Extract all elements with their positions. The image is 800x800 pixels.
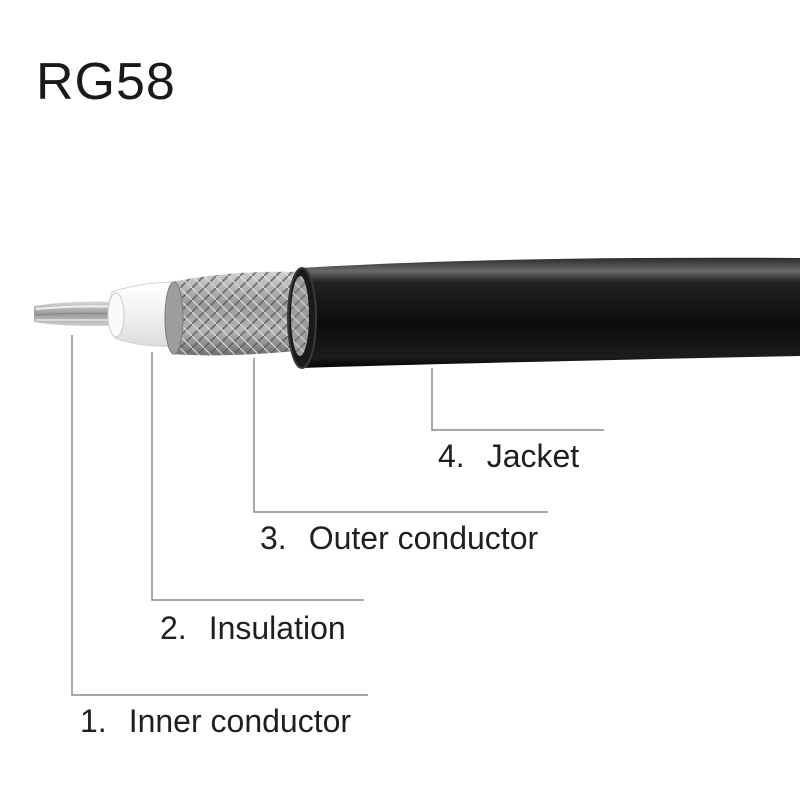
label-text: Inner conductor <box>128 703 352 739</box>
label-outer-conductor: 3. Outer conductor <box>260 522 538 554</box>
insulation <box>107 281 181 347</box>
label-inner-conductor: 1. Inner conductor <box>80 705 351 737</box>
label-number: 1. <box>80 703 107 739</box>
leader-line-insulation <box>151 352 364 601</box>
label-number: 3. <box>260 520 287 556</box>
label-insulation: 2. Insulation <box>160 612 346 644</box>
label-jacket: 4. Jacket <box>438 440 579 472</box>
leader-line-inner-conductor <box>71 335 368 696</box>
label-text: Outer conductor <box>308 520 539 556</box>
leader-line-jacket <box>431 368 604 431</box>
diagram-title: RG58 <box>36 53 176 111</box>
label-number: 4. <box>438 438 465 474</box>
outer-conductor <box>164 271 305 356</box>
label-text: Jacket <box>486 438 580 474</box>
label-number: 2. <box>160 610 187 646</box>
label-text: Insulation <box>208 610 346 646</box>
leader-lines <box>71 335 604 696</box>
jacket <box>287 257 800 369</box>
leader-line-outer-conductor <box>253 358 548 513</box>
